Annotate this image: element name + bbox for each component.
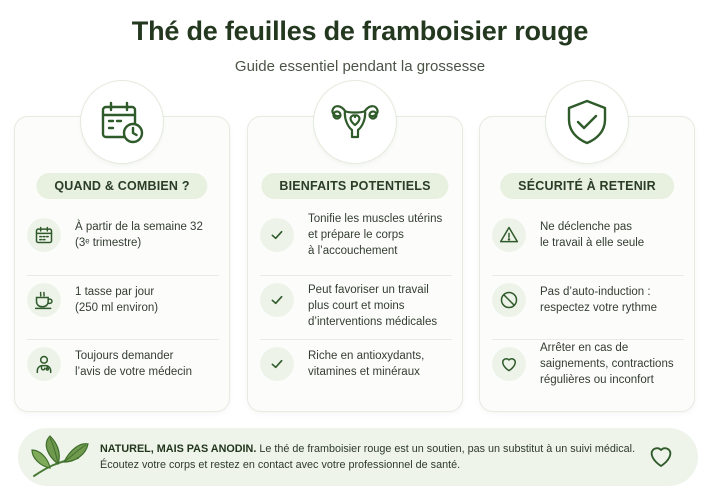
teacup-icon [27,283,61,317]
list-item: Peut favoriser un travail plus court et … [260,275,452,339]
card-heading: SÉCURITÉ À RETENIR [500,173,674,199]
doctor-icon [27,347,61,381]
list-item: 1 tasse par jour (250 ml environ) [27,275,219,339]
item-text: Pas d’auto-induction : respectez votre r… [540,286,657,314]
raspberry-leaf-icon [28,432,90,480]
check-icon [260,218,294,252]
list-item: Tonifie les muscles utérins et prépare l… [260,211,452,275]
page-title: Thé de feuilles de framboisier rouge [131,16,589,46]
item-text: Ne déclenche pas le travail à elle seule [540,221,645,249]
list-item: Pas d’auto-induction : respectez votre r… [492,275,684,339]
list-item: Toujours demander l’avis de votre médeci… [27,339,219,403]
card-when-how-much: QUAND & COMBIEN ? À partir de la semaine… [14,116,230,412]
item-text: À partir de la semaine 32 (3ᵉ trimestre) [75,221,203,249]
item-text: Tonifie les muscles utérins et prépare l… [308,213,443,257]
warning-icon [492,218,526,252]
list-item: À partir de la semaine 32 (3ᵉ trimestre) [27,211,219,275]
item-text: Peut favoriser un travail plus court et … [308,284,438,328]
card-potential-benefits: BIENFAITS POTENTIELS Tonifie les muscles… [247,116,463,412]
check-icon [260,283,294,317]
heart-icon [492,347,526,381]
list-item: Ne déclenche pas le travail à elle seule [492,211,684,275]
item-text: Arrêter en cas de saignements, contracti… [540,342,674,386]
calendar-icon [27,218,61,252]
shield-check-icon [545,80,629,164]
card-heading: BIENFAITS POTENTIELS [261,173,449,199]
uterus-icon [313,80,397,164]
no-entry-icon [492,283,526,317]
check-icon [260,347,294,381]
list-item: Riche en antioxydants, vitamines et miné… [260,339,452,403]
card-safety: SÉCURITÉ À RETENIR Ne déclenche pas le t… [479,116,695,412]
item-text: 1 tasse par jour (250 ml environ) [75,286,159,314]
page-subtitle: Guide essentiel pendant la grossesse [234,58,486,75]
item-text: Riche en antioxydants, vitamines et miné… [308,350,425,378]
heart-outline-icon [646,441,676,471]
calendar-clock-icon [80,80,164,164]
list-item: Arrêter en cas de saignements, contracti… [492,339,684,403]
footer-text: NATUREL, MAIS PAS ANODIN. Le thé de fram… [100,443,636,471]
card-heading: QUAND & COMBIEN ? [36,173,208,199]
footer-banner: NATUREL, MAIS PAS ANODIN. Le thé de fram… [18,428,698,486]
item-text: Toujours demander l’avis de votre médeci… [75,350,192,378]
